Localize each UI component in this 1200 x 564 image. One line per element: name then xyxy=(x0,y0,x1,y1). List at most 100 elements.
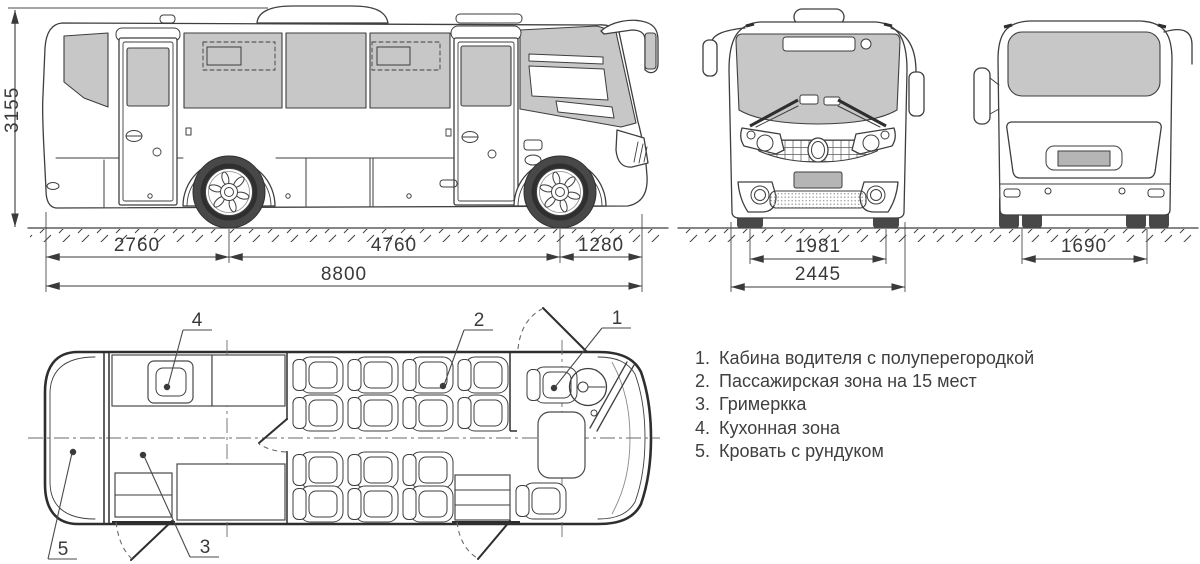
rear-license-plate xyxy=(1057,150,1111,167)
seat xyxy=(347,485,399,523)
seat xyxy=(292,451,344,489)
seat xyxy=(457,356,509,394)
makeup-room-exterior-door xyxy=(112,520,175,561)
seat xyxy=(515,482,567,520)
plan-view: 1 2 3 4 5 xyxy=(28,307,660,561)
legend-item-4: 4. Кухонная зона xyxy=(695,417,1034,440)
legend-label: Пассажирская зона на 15 мест xyxy=(719,371,977,392)
front-dimensions: 1981 2445 xyxy=(730,222,906,292)
legend-number: 3. xyxy=(695,394,711,415)
legend-item-1: 1. Кабина водителя с полуперегородкой xyxy=(695,347,1034,370)
rear-view: 1690 xyxy=(973,20,1193,264)
sink-icon xyxy=(147,360,194,404)
callout-1: 1 xyxy=(550,308,631,392)
legend-label: Кровать с рундуком xyxy=(719,440,884,461)
legend-item-2: 2. Пассажирская зона на 15 мест xyxy=(695,370,1034,393)
roof-pod xyxy=(256,5,389,24)
front-view: 1981 2445 xyxy=(677,8,1199,292)
legend-label: Кабина водителя с полуперегородкой xyxy=(719,348,1035,368)
dim-wheelbase-label: 4760 xyxy=(371,235,417,256)
seat xyxy=(347,394,399,432)
dashboard xyxy=(589,361,635,432)
side-front-door xyxy=(445,25,522,206)
svg-text:5: 5 xyxy=(58,539,69,560)
rear-mirrors xyxy=(973,29,1193,125)
interior-door-swing-arc xyxy=(258,443,287,453)
callout-3: 3 xyxy=(139,451,219,558)
side-rear-door xyxy=(115,27,181,206)
callout-4: 4 xyxy=(163,310,212,391)
entrance xyxy=(452,474,520,560)
driver-cab xyxy=(509,307,635,479)
rear-lower-trim xyxy=(999,183,1171,198)
side-skirt-panels xyxy=(46,127,543,208)
front-marker-lights xyxy=(745,22,893,28)
legend-item-3: 3. Гримеркка xyxy=(695,393,1034,416)
interior-equipment-outline xyxy=(202,41,441,71)
svg-text:1: 1 xyxy=(612,308,623,329)
dim-width-label: 2445 xyxy=(795,264,841,285)
front-windshield xyxy=(735,33,901,128)
legend: 1. Кабина водителя с полуперегородкой 2. П… xyxy=(695,347,1034,463)
roof-hatch-small xyxy=(159,14,176,24)
dim-rear-track-label: 1690 xyxy=(1061,236,1107,257)
dim-height-label: 3155 xyxy=(2,87,23,133)
seat xyxy=(402,485,454,523)
side-front-glazing xyxy=(519,25,637,128)
side-view: 3155 2760 4760 1280 8800 xyxy=(2,5,669,292)
seat xyxy=(402,394,454,432)
makeup-room-wall xyxy=(258,353,288,523)
dim-rear-overhang-label: 2760 xyxy=(114,235,160,256)
rear-wheel xyxy=(192,155,266,229)
destination-sign xyxy=(782,36,856,52)
legend-item-5: 5. Кровать с рундуком xyxy=(695,440,1034,463)
svg-text:2: 2 xyxy=(474,310,485,331)
side-mirror xyxy=(600,19,659,74)
wipers-icon xyxy=(749,98,887,128)
seat xyxy=(292,394,344,432)
makeup-room-furniture xyxy=(114,463,286,521)
front-mirrors xyxy=(702,27,925,117)
bed-partition-wall xyxy=(103,353,110,523)
rear-marker-lights xyxy=(1003,23,1167,29)
seat xyxy=(347,356,399,394)
side-windows xyxy=(63,32,451,109)
callout-2: 2 xyxy=(439,310,493,390)
dim-front-track-label: 1981 xyxy=(795,236,841,257)
front-headlights xyxy=(740,127,896,155)
ground-line-front-rear xyxy=(677,227,1199,242)
legend-label: Кухонная зона xyxy=(719,417,840,438)
side-headlight xyxy=(615,129,649,168)
dim-length-label: 8800 xyxy=(321,264,367,285)
plan-callouts: 1 2 3 4 5 xyxy=(47,308,631,560)
legend-number: 5. xyxy=(695,440,711,461)
rear-window xyxy=(1007,31,1161,97)
seat xyxy=(457,394,509,432)
seat xyxy=(292,356,344,394)
seat xyxy=(402,451,454,489)
svg-text:4: 4 xyxy=(192,310,203,331)
interior-door-leaf xyxy=(258,418,288,444)
rear-dimensions: 1690 xyxy=(1021,229,1148,264)
seat xyxy=(347,451,399,489)
half-partition xyxy=(537,411,586,479)
roof-hatch-large xyxy=(455,13,523,24)
driver-door xyxy=(517,307,588,353)
kitchen-zone xyxy=(111,354,286,407)
front-fog-lamps xyxy=(737,181,899,213)
side-dimensions: 3155 2760 4760 1280 8800 xyxy=(2,7,643,292)
callout-5: 5 xyxy=(47,448,77,560)
legend-number: 4. xyxy=(695,417,711,438)
legend-number: 2. xyxy=(695,371,711,392)
bumper-grille xyxy=(769,190,867,209)
steering-wheel-icon xyxy=(568,367,608,417)
dim-front-overhang-label: 1280 xyxy=(578,235,624,256)
legend-number: 1. xyxy=(695,348,711,368)
seat xyxy=(292,485,344,523)
svg-text:3: 3 xyxy=(200,537,211,558)
front-grille xyxy=(750,137,886,163)
legend-label: Гримеркка xyxy=(719,394,807,415)
front-wheel xyxy=(523,155,597,229)
